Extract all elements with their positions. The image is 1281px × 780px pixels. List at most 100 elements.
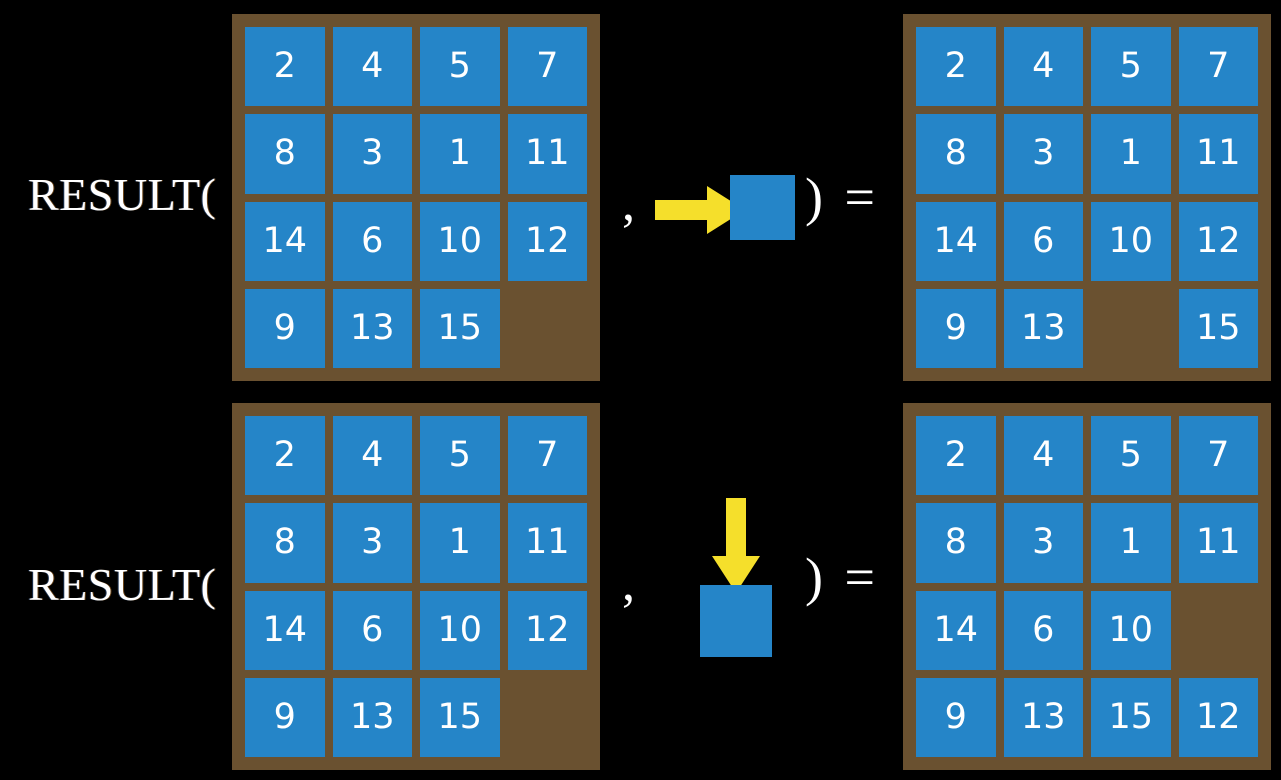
puzzle-tile-cell[interactable]: 8 xyxy=(916,503,996,583)
tile-number: 2 xyxy=(245,27,325,107)
puzzle-tile-cell[interactable]: 5 xyxy=(420,27,500,107)
puzzle-tile-cell[interactable]: 12 xyxy=(507,201,587,281)
tile-number: 14 xyxy=(916,590,996,670)
puzzle-tile-cell[interactable]: 14 xyxy=(245,590,325,670)
operator-area-row-2: , ) = xyxy=(600,390,903,780)
tile-number: 9 xyxy=(916,677,996,757)
blank-space xyxy=(1179,591,1259,670)
puzzle-tile-cell[interactable]: 14 xyxy=(245,201,325,281)
puzzle-tile-cell[interactable]: 3 xyxy=(332,503,412,583)
tile-number: 12 xyxy=(1178,677,1258,757)
puzzle-tile-cell[interactable]: 6 xyxy=(1003,590,1083,670)
puzzle-tile-cell[interactable]: 9 xyxy=(916,288,996,368)
puzzle-tile-cell[interactable]: 1 xyxy=(420,114,500,194)
puzzle-tile-cell[interactable]: 4 xyxy=(1003,27,1083,107)
puzzle-tile-cell[interactable]: 14 xyxy=(916,201,996,281)
tile-number: 7 xyxy=(1178,416,1258,496)
puzzle-tile-cell[interactable]: 3 xyxy=(1003,503,1083,583)
puzzle-tile-cell[interactable]: 6 xyxy=(332,590,412,670)
tile-number: 13 xyxy=(332,677,412,757)
empty-cell xyxy=(508,678,588,757)
puzzle-tile-cell[interactable]: 12 xyxy=(507,590,587,670)
tile-number: 15 xyxy=(420,677,500,757)
tile-number: 7 xyxy=(507,27,587,107)
puzzle-tile-cell[interactable]: 2 xyxy=(916,27,996,107)
puzzle-tile-cell[interactable]: 11 xyxy=(507,503,587,583)
puzzle-tile-cell[interactable]: 7 xyxy=(507,27,587,107)
puzzle-tile-cell[interactable]: 10 xyxy=(420,201,500,281)
puzzle-tile-cell[interactable]: 5 xyxy=(1091,416,1171,496)
puzzle-tile-cell[interactable]: 13 xyxy=(1003,677,1083,757)
puzzle-tile-cell[interactable]: 10 xyxy=(1091,590,1171,670)
tile-number: 3 xyxy=(1003,114,1083,194)
puzzle-tile-cell[interactable]: 1 xyxy=(1091,503,1171,583)
tile-number: 5 xyxy=(1091,27,1171,107)
puzzle-tile-cell[interactable]: 8 xyxy=(245,503,325,583)
tile-number: 3 xyxy=(1003,503,1083,583)
tile-number: 3 xyxy=(332,114,412,194)
tile-number: 14 xyxy=(916,201,996,281)
puzzle-tile-cell[interactable]: 12 xyxy=(1178,201,1258,281)
puzzle-tile-cell[interactable]: 15 xyxy=(1178,288,1258,368)
tile-number: 8 xyxy=(245,114,325,194)
arrow-right-icon xyxy=(655,186,745,234)
puzzle-tile-cell[interactable]: 8 xyxy=(245,114,325,194)
tile-number: 12 xyxy=(507,590,587,670)
tile-number: 11 xyxy=(1178,503,1258,583)
puzzle-tile-cell[interactable]: 1 xyxy=(1091,114,1171,194)
puzzle-tile-cell[interactable]: 9 xyxy=(245,677,325,757)
tile-number: 13 xyxy=(1003,288,1083,368)
puzzle-tile-cell[interactable]: 5 xyxy=(420,416,500,496)
puzzle-tile-cell[interactable]: 2 xyxy=(916,416,996,496)
puzzle-tile-cell[interactable]: 3 xyxy=(1003,114,1083,194)
operator-area-row-1: , ) = xyxy=(600,0,903,390)
tile-number: 7 xyxy=(1178,27,1258,107)
puzzle-tile-cell[interactable]: 9 xyxy=(245,288,325,368)
puzzle-tile-cell[interactable]: 4 xyxy=(332,416,412,496)
tile-number: 14 xyxy=(245,201,325,281)
puzzle-tile-cell[interactable]: 11 xyxy=(1178,503,1258,583)
puzzle-tile-cell[interactable]: 15 xyxy=(420,677,500,757)
puzzle-tile-cell[interactable]: 7 xyxy=(1178,27,1258,107)
puzzle-tile-cell[interactable]: 13 xyxy=(332,288,412,368)
operator-blue-square-row-1 xyxy=(730,175,795,240)
puzzle-tile-cell[interactable]: 11 xyxy=(1178,114,1258,194)
comma-separator-row-2: , xyxy=(622,555,635,612)
blank-space xyxy=(1091,289,1171,368)
puzzle-tile-cell[interactable]: 10 xyxy=(420,590,500,670)
puzzle-tile-cell[interactable]: 2 xyxy=(245,416,325,496)
puzzle-tile-cell[interactable]: 15 xyxy=(420,288,500,368)
tile-number: 10 xyxy=(1091,590,1171,670)
close-paren-equals-row-2: ) = xyxy=(805,547,879,607)
puzzle-tile-cell[interactable]: 8 xyxy=(916,114,996,194)
operator-blue-square-row-2 xyxy=(700,585,772,657)
close-paren-equals-row-1: ) = xyxy=(805,167,879,227)
puzzle-tile-cell[interactable]: 11 xyxy=(507,114,587,194)
tile-number: 10 xyxy=(420,590,500,670)
puzzle-tile-cell[interactable]: 6 xyxy=(332,201,412,281)
puzzle-tile-cell[interactable]: 4 xyxy=(332,27,412,107)
puzzle-tile-cell[interactable]: 4 xyxy=(1003,416,1083,496)
puzzle-tile-cell[interactable]: 3 xyxy=(332,114,412,194)
puzzle-tile-cell[interactable]: 14 xyxy=(916,590,996,670)
puzzle-tile-cell[interactable]: 6 xyxy=(1003,201,1083,281)
puzzle-tile-cell[interactable]: 10 xyxy=(1091,201,1171,281)
tile-number: 6 xyxy=(332,590,412,670)
tile-number: 5 xyxy=(1091,416,1171,496)
puzzle-tile-cell[interactable]: 13 xyxy=(332,677,412,757)
tile-number: 4 xyxy=(332,27,412,107)
puzzle-tile-cell[interactable]: 12 xyxy=(1178,677,1258,757)
puzzle-tile-cell[interactable]: 7 xyxy=(1178,416,1258,496)
puzzle-tile-cell[interactable]: 15 xyxy=(1091,677,1171,757)
puzzle-tile-cell[interactable]: 13 xyxy=(1003,288,1083,368)
puzzle-tile-cell[interactable]: 9 xyxy=(916,677,996,757)
empty-cell xyxy=(1091,289,1171,368)
puzzle-tile-cell[interactable]: 1 xyxy=(420,503,500,583)
tile-number: 8 xyxy=(916,503,996,583)
puzzle-tile-cell[interactable]: 7 xyxy=(507,416,587,496)
tile-number: 2 xyxy=(916,27,996,107)
tile-number: 2 xyxy=(916,416,996,496)
puzzle-tile-cell[interactable]: 2 xyxy=(245,27,325,107)
puzzle-tile-cell[interactable]: 5 xyxy=(1091,27,1171,107)
